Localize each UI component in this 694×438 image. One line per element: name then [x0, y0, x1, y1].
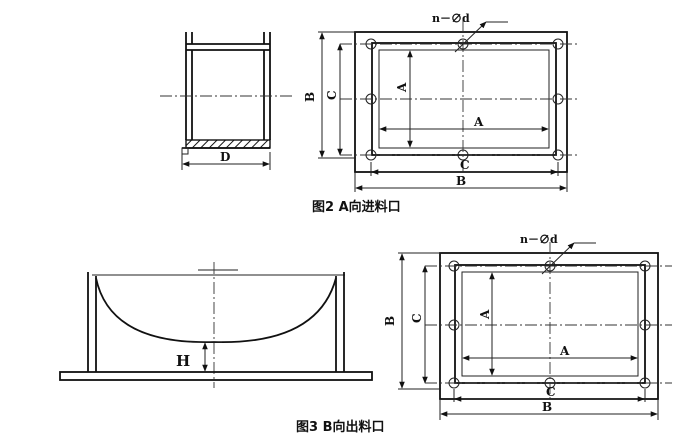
fig2-hole-callout: n－∅d: [432, 12, 470, 25]
fig3-dim-c-horizontal: C: [546, 385, 556, 399]
fig3-dim-b-horizontal: B: [542, 400, 552, 414]
fig2-dim-b-horizontal: B: [456, 174, 466, 188]
fig3-dim-h-label: H: [176, 352, 190, 370]
fig3-hole-callout: n－∅d: [520, 233, 558, 246]
fig3-dim-a-vertical: A: [478, 309, 492, 320]
fig3-dim-c-vertical: C: [410, 313, 424, 323]
fig2-dim-d-label: D: [220, 150, 230, 164]
fig3-caption: 图3 B向出料口: [296, 419, 384, 435]
fig3-dim-b-vertical: B: [383, 316, 397, 326]
fig2-side-view: D: [160, 32, 294, 170]
fig2-dim-b-vertical: B: [303, 92, 317, 102]
fig2-dim-c-horizontal: C: [460, 158, 470, 172]
fig3-side-view: H: [59, 262, 373, 388]
fig2-dim-c-vertical: C: [325, 90, 339, 100]
fig3-bolt-holes: [448, 260, 651, 389]
fig3-flange-view: n－∅d B C A A C B: [383, 233, 672, 420]
fig2-bolt-holes: [365, 38, 564, 161]
fig2-flange-view: n－∅d B C A A C B: [303, 12, 580, 192]
fig3-dim-a-horizontal: A: [559, 344, 570, 358]
fig2-dim-a-horizontal: A: [473, 115, 484, 129]
fig2-dim-a-vertical: A: [395, 82, 409, 93]
fig2-caption: 图2 A向进料口: [312, 199, 401, 215]
